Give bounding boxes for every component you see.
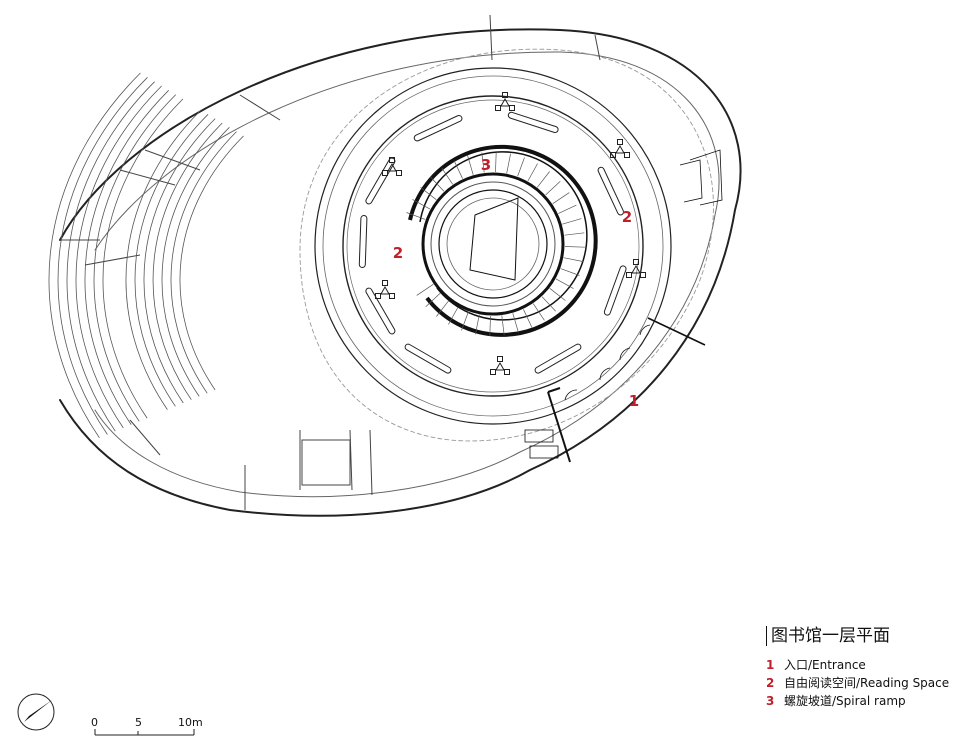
legend-label: 螺旋坡道/Spiral ramp [784,694,906,708]
ramp-step [501,315,505,336]
spiral-ramp [408,144,598,337]
north-arrow-icon [17,693,55,731]
seating-row [134,114,209,407]
seating-row [161,127,230,397]
bookshelf [365,157,396,205]
ramp-step [560,268,580,276]
marker-reading-space-west: 2 [393,244,403,262]
reading-rotunda [314,67,672,425]
ramp-step [406,212,426,220]
ramp-step [489,315,491,336]
ramp-step [448,306,459,325]
dashed-boundary [299,48,714,442]
legend-number: 3 [766,694,775,708]
ramp-step [436,300,449,317]
ramp-step [416,284,434,296]
ramp-step [563,257,584,262]
ramp-step [564,246,585,248]
ramp-steps [406,152,585,336]
ramp-step [506,153,511,174]
ramp-step [523,309,533,328]
marker-reading-space-east: 2 [622,208,632,226]
seating-row [170,131,237,394]
ramp-step [562,218,582,225]
outer-shell [59,28,742,517]
legend-item-spiral-ramp: 3 螺旋坡道/Spiral ramp [766,692,956,710]
bookshelf [507,111,559,134]
seating-row [75,85,162,429]
ramp-step [533,303,545,321]
ramp-step [425,292,441,307]
ramp-step [558,204,577,214]
ramp-step [430,176,445,192]
legend-item-reading-space: 2 自由阅读空间/Reading Space [766,674,956,692]
ramp-step [555,278,574,289]
ramp-step [441,167,453,185]
ramp-step [541,296,556,312]
ramp-step [552,192,570,204]
bookshelf [358,215,368,268]
scale-bar [94,729,195,736]
bookshelf [404,343,452,374]
radial-partitions [60,14,601,510]
seating-row [66,81,155,432]
ramp-step [467,155,474,175]
ramp-step [420,187,437,200]
legend-title: 图书馆一层平面 [766,626,956,646]
legend-item-entrance: 1 入口/Entrance [766,656,956,674]
legend-label: 自由阅读空间/Reading Space [784,676,950,690]
reading-tables [375,92,646,375]
bookshelf [597,166,625,216]
ramp-step [495,152,497,173]
reading-table [626,259,646,278]
seating-row [125,109,202,410]
bookshelf [603,265,627,316]
ramp-step [517,157,525,177]
legend-number: 1 [766,658,775,672]
seating-row [93,94,177,422]
reading-table [610,139,630,158]
ramp-step [545,181,561,196]
seating-row [143,118,216,404]
reading-table [490,356,510,375]
ramp-step [512,313,519,333]
entrance-block [524,149,723,463]
seating-row [179,135,244,391]
tiered-seating [48,72,244,439]
scale-tick-0: 0 [91,716,98,729]
bookshelf [534,343,582,374]
inner-shell [94,51,720,498]
legend-number: 2 [766,676,775,690]
bookshelf [365,287,396,335]
seating-row [84,90,169,425]
scale-tick-10m: 10m [178,716,203,729]
seating-row [48,72,141,439]
ramp-step [461,311,469,331]
scale-tick-5: 5 [135,716,142,729]
bookshelves [358,111,627,374]
legend-label: 入口/Entrance [784,658,866,672]
ramp-step [537,171,550,188]
ramp-step [564,232,585,236]
marker-spiral-ramp: 3 [481,156,491,174]
ramp-step [549,288,566,301]
seating-row [102,98,184,419]
bookshelf [413,114,463,142]
seating-row [57,77,148,435]
reading-table [495,92,515,111]
ramp-step [481,152,485,173]
reading-table [375,280,395,299]
ramp-step [475,314,480,335]
marker-entrance: 1 [629,392,639,410]
legend: 图书馆一层平面 1 入口/Entrance 2 自由阅读空间/Reading Spa… [766,626,956,710]
seating-row [152,122,223,400]
ramp-step [412,199,431,210]
ramp-step [527,163,538,182]
reading-table [382,157,402,176]
ramp-step [453,160,463,179]
